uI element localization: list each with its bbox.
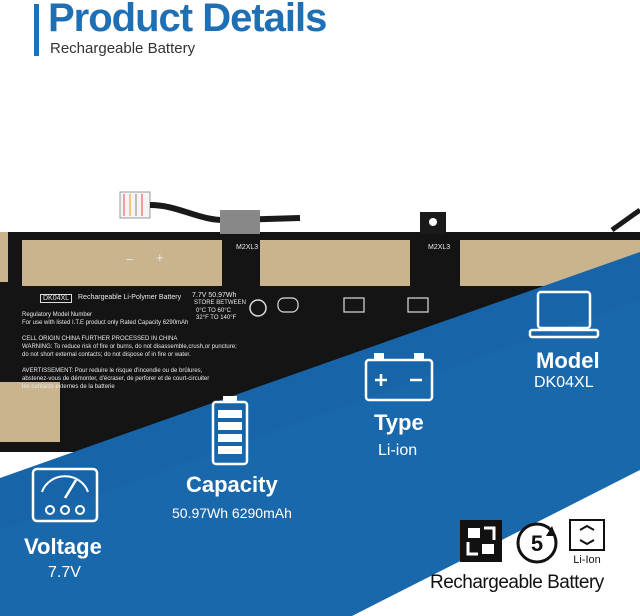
tape-strip (0, 382, 60, 442)
certification-marks (249, 297, 429, 317)
temp-label: 32°F TO 140°F (196, 315, 237, 321)
type-value: Li-ion (378, 442, 418, 459)
page-title: Product Details (48, 0, 327, 40)
recycle-number-icon: 5 (516, 522, 558, 564)
avert-label: abstenez-vous de démonter, d'écraser, de… (22, 376, 210, 382)
laptop-icon (528, 290, 600, 339)
screw-label-right: M2XL3 (428, 244, 451, 251)
recycle-number: 5 (531, 531, 543, 556)
screw-label-left: M2XL3 (236, 244, 259, 251)
type-title: Type (374, 410, 424, 435)
capacity-value: 50.97Wh 6290mAh (172, 505, 292, 521)
use-with-label: For use with listed I.T.E product only (22, 320, 119, 326)
battery-photo: − + M2XL3 M2XL3 DK04XL Rechargeable Li-P… (0, 232, 640, 452)
model-code-box: DK04XL (40, 294, 73, 303)
cell-origin-label: CELL ORIGIN CHINA FURTHER PROCESSED IN C… (22, 336, 178, 342)
voltmeter-icon (31, 467, 99, 523)
rated-capacity-label: Rated Capacity 6290mAh (120, 320, 189, 326)
tape-strip (260, 240, 410, 286)
store-label: STORE BETWEEN (194, 300, 246, 306)
header-accent-bar (34, 4, 39, 56)
terminal-plus: + (156, 250, 164, 265)
li-ion-badge: Li-Ion (573, 554, 601, 566)
regulatory-label: Regulatory Model Number (22, 312, 93, 318)
temp-label: 0°C TO 60°C (196, 308, 231, 314)
warning-label: WARNING: To reduce risk of fire or burns… (22, 344, 237, 350)
terminal-minus: − (126, 252, 134, 267)
model-value: DK04XL (534, 374, 594, 391)
tape-strip (22, 240, 222, 286)
footer-label: Rechargeable Battery (430, 572, 604, 593)
avert-label: les contacts externes de la batterie (22, 384, 115, 390)
voltage-title: Voltage (24, 534, 102, 559)
rating-label: 7.7V 50.97Wh (192, 292, 237, 299)
warning-label: do not short external contacts; do not d… (22, 352, 191, 358)
li-ion-recycle-icon: Li-Ion (569, 519, 605, 566)
recycle-battery-icon (460, 520, 502, 562)
voltage-value: 7.7V (48, 564, 81, 581)
capacity-title: Capacity (186, 472, 278, 497)
model-title: Model (536, 348, 600, 373)
avert-label: AVERTISSEMENT: Pour reduire le risque d'… (22, 368, 203, 374)
battery-level-icon (211, 396, 249, 466)
car-battery-icon (364, 353, 434, 402)
tape-strip (0, 232, 8, 282)
product-line-label: Rechargeable Li-Polymer Battery (78, 294, 182, 301)
connector-cable (119, 191, 640, 234)
page-subtitle: Rechargeable Battery (50, 40, 196, 57)
